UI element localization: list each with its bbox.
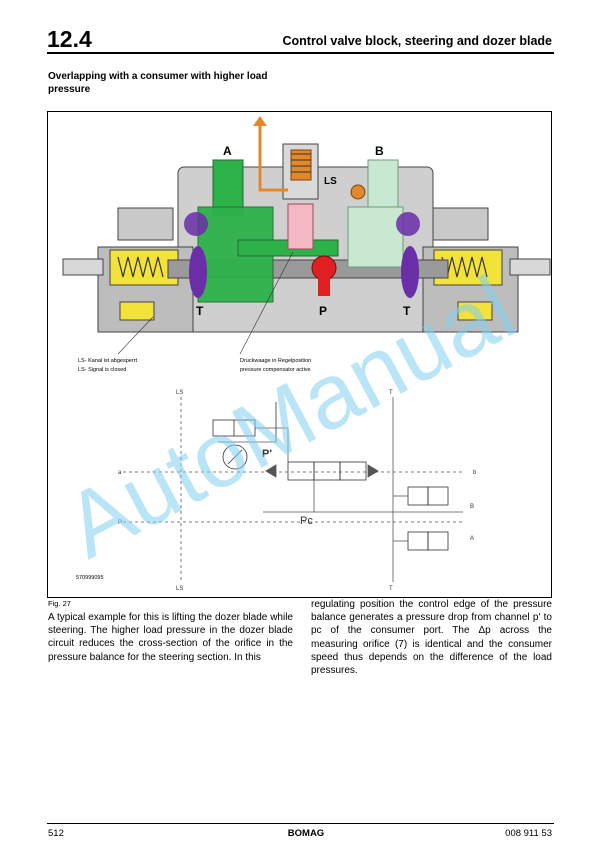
port-label-a: A xyxy=(223,144,232,158)
valve-figure: A B LS T P T LS- Kanal ist abgesperrt LS… xyxy=(62,116,551,592)
callout-right-line2: pressure compensator active xyxy=(240,367,311,373)
schematic-label-b: b xyxy=(473,470,477,476)
port-label-t-left: T xyxy=(196,304,204,318)
hydraulic-schematic xyxy=(123,397,463,582)
schematic-label-port-b: B xyxy=(470,504,474,510)
valve-cutaway: A B LS T P T xyxy=(62,116,551,333)
schematic-label-a: a xyxy=(118,470,122,476)
schematic-label-ls-bottom: LS xyxy=(176,586,183,592)
schematic-label-t-bottom: T xyxy=(389,586,393,592)
callout-right-line1: Druckwaage in Regelposition xyxy=(240,358,311,364)
figure-image-id: 570999095 xyxy=(76,575,104,581)
schematic-label-ls-top: LS xyxy=(176,390,183,396)
port-label-t-right: T xyxy=(403,304,411,318)
schematic-label-p-prime: P' xyxy=(262,448,272,460)
port-label-b: B xyxy=(375,144,384,158)
section-title: Control valve block, steering and dozer … xyxy=(282,34,552,48)
schematic-label-t-top: T xyxy=(389,390,393,396)
subheading: Overlapping with a consumer with higher … xyxy=(48,71,268,95)
callout-left-line1: LS- Kanal ist abgesperrt xyxy=(78,358,137,364)
figure-frame: A B LS T P T LS- Kanal ist abgesperrt LS… xyxy=(47,111,552,598)
figure-caption: Fig. 27 xyxy=(48,599,71,608)
schematic-label-pc: Pc xyxy=(300,515,313,527)
header-rule xyxy=(47,52,554,54)
page-number: 512 xyxy=(48,828,64,839)
schematic-label-p: P xyxy=(118,520,122,526)
callout-left-line2: LS- Signal is closed xyxy=(78,367,126,373)
footer-brand: BOMAG xyxy=(287,828,325,839)
port-label-p: P xyxy=(319,304,327,318)
port-label-ls: LS xyxy=(324,176,337,187)
section-number: 12.4 xyxy=(47,26,92,52)
body-text-left: A typical example for this is lifting th… xyxy=(48,612,293,663)
schematic-labels: LS LS T T a b P P' Pc B A xyxy=(118,390,477,592)
schematic-label-port-a: A xyxy=(470,536,474,542)
document-code: 008 911 53 xyxy=(505,828,552,839)
footer-rule xyxy=(47,823,554,824)
body-text-right: regulating position the control edge of … xyxy=(311,599,552,677)
